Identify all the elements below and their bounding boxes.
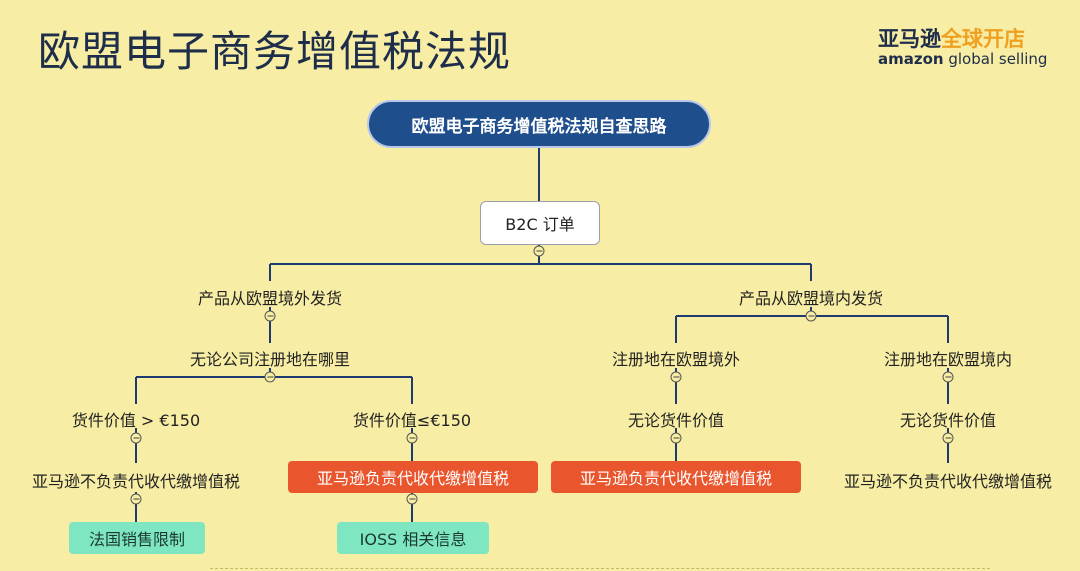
collapse-toggle-icon[interactable] (264, 371, 276, 383)
page-title: 欧盟电子商务增值税法规 (38, 27, 512, 76)
registered-inside-eu-node: 注册地在欧盟境内 (883, 350, 1013, 369)
amazon-collects-vat-highlight-1: 亚马逊负责代收代缴增值税 (288, 461, 538, 493)
amazon-not-collect-node-left: 亚马逊不负责代收代缴增值税 (31, 472, 241, 491)
france-sales-restriction-link[interactable]: 法国销售限制 (69, 522, 205, 554)
amazon-not-collect-node-right: 亚马逊不负责代收代缴增值税 (843, 472, 1053, 491)
ship-inside-eu-node: 产品从欧盟境内发货 (738, 289, 884, 308)
collapse-toggle-icon[interactable] (533, 245, 545, 257)
any-value-node-left: 无论货件价值 (627, 411, 725, 430)
collapse-toggle-icon[interactable] (406, 493, 418, 505)
logo-brand: amazon (878, 50, 944, 68)
amazon-global-selling-logo: 亚马逊全球开店 amazon global selling (878, 28, 1047, 68)
collapse-toggle-icon[interactable] (942, 432, 954, 444)
collapse-toggle-icon[interactable] (670, 371, 682, 383)
logo-text-cn-orange: 全球开店 (941, 27, 1025, 51)
collapse-toggle-icon[interactable] (805, 310, 817, 322)
logo-brand-rest: global selling (943, 50, 1048, 68)
value-under-150-node: 货件价值≤€150 (352, 411, 472, 430)
collapse-toggle-icon[interactable] (670, 432, 682, 444)
collapse-toggle-icon[interactable] (264, 310, 276, 322)
ship-outside-eu-node: 产品从欧盟境外发货 (197, 289, 343, 308)
any-value-node-right: 无论货件价值 (899, 411, 997, 430)
collapse-toggle-icon[interactable] (942, 371, 954, 383)
collapse-toggle-icon[interactable] (130, 432, 142, 444)
collapse-toggle-icon[interactable] (406, 432, 418, 444)
footer-divider (210, 568, 990, 569)
any-company-registration-node: 无论公司注册地在哪里 (189, 350, 351, 369)
value-over-150-node: 货件价值 > €150 (71, 411, 201, 430)
amazon-collects-vat-highlight-2: 亚马逊负责代收代缴增值税 (551, 461, 801, 493)
collapse-toggle-icon[interactable] (130, 493, 142, 505)
ioss-info-link[interactable]: IOSS 相关信息 (337, 522, 489, 554)
logo-text-cn: 亚马逊 (878, 27, 941, 51)
b2c-order-node: B2C 订单 (480, 201, 600, 245)
registered-outside-eu-node: 注册地在欧盟境外 (611, 350, 741, 369)
root-node: 欧盟电子商务增值税法规自查思路 (367, 100, 711, 148)
